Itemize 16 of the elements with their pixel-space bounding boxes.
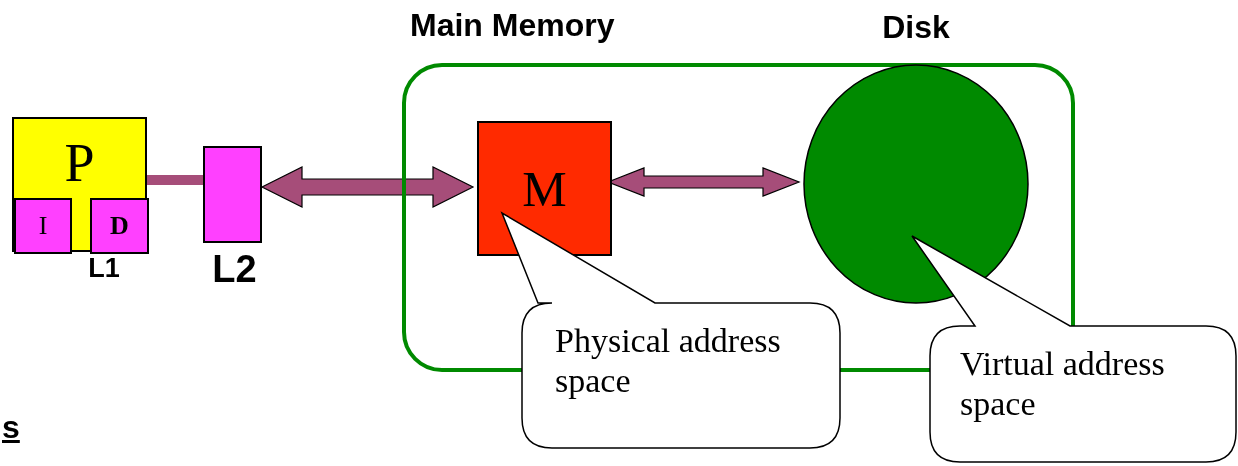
box-label: I [37, 211, 49, 241]
main-memory-box [477, 121, 612, 256]
cut-off-text: s [2, 408, 20, 446]
processor-label: P [63, 133, 96, 193]
box-label: M [521, 159, 568, 218]
box-label: D [109, 211, 130, 241]
instruction-cache-box [14, 198, 72, 254]
connector-bar [147, 175, 203, 185]
section-heading: Disk [881, 8, 951, 46]
callout-text: Virtual address space [960, 344, 1166, 424]
double-block-arrow [260, 166, 475, 208]
data-cache-box [90, 198, 149, 254]
cache-level-label: L1 [87, 252, 121, 284]
section-heading: Main Memory [410, 6, 615, 44]
callout-text: Physical address space [555, 321, 782, 401]
cache-level-label: L2 [211, 247, 258, 291]
